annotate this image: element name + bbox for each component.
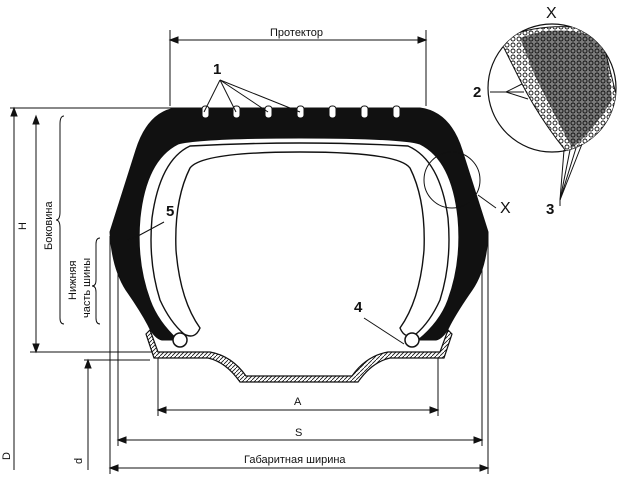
tire-outer-casing xyxy=(109,107,489,341)
dim-A-label: A xyxy=(294,396,302,408)
tread-label: Протектор xyxy=(270,27,323,39)
bead-left xyxy=(172,332,188,348)
lower-part-label-line1: Нижняя xyxy=(67,261,79,300)
label-2: 2 xyxy=(473,84,481,101)
vertical-dimensions xyxy=(10,106,176,470)
bead-right xyxy=(404,332,420,348)
detail-x-callout-label: X xyxy=(500,200,511,217)
dim-H-label: H xyxy=(17,222,29,230)
tire-inner-liner xyxy=(150,142,450,337)
label-4: 4 xyxy=(354,299,363,316)
rim-profile xyxy=(145,328,453,383)
detail-x-title: X xyxy=(546,5,557,22)
dim-D-label: D xyxy=(1,452,13,460)
label-5: 5 xyxy=(166,203,174,220)
label-3: 3 xyxy=(546,201,554,218)
sidewall-label: Боковина xyxy=(43,201,55,250)
dim-S-label: S xyxy=(295,427,302,439)
tread-dimension xyxy=(168,30,428,106)
tire-body xyxy=(109,105,489,348)
dim-d-label: d xyxy=(73,458,85,464)
horizontal-dimensions xyxy=(108,232,490,474)
tread-grooves xyxy=(201,105,401,119)
lower-part-label-line2: часть шины xyxy=(81,258,93,318)
detail-x-callout-circle xyxy=(423,151,481,209)
label-1: 1 xyxy=(213,61,221,78)
overall-width-label: Габаритная ширина xyxy=(244,454,346,466)
